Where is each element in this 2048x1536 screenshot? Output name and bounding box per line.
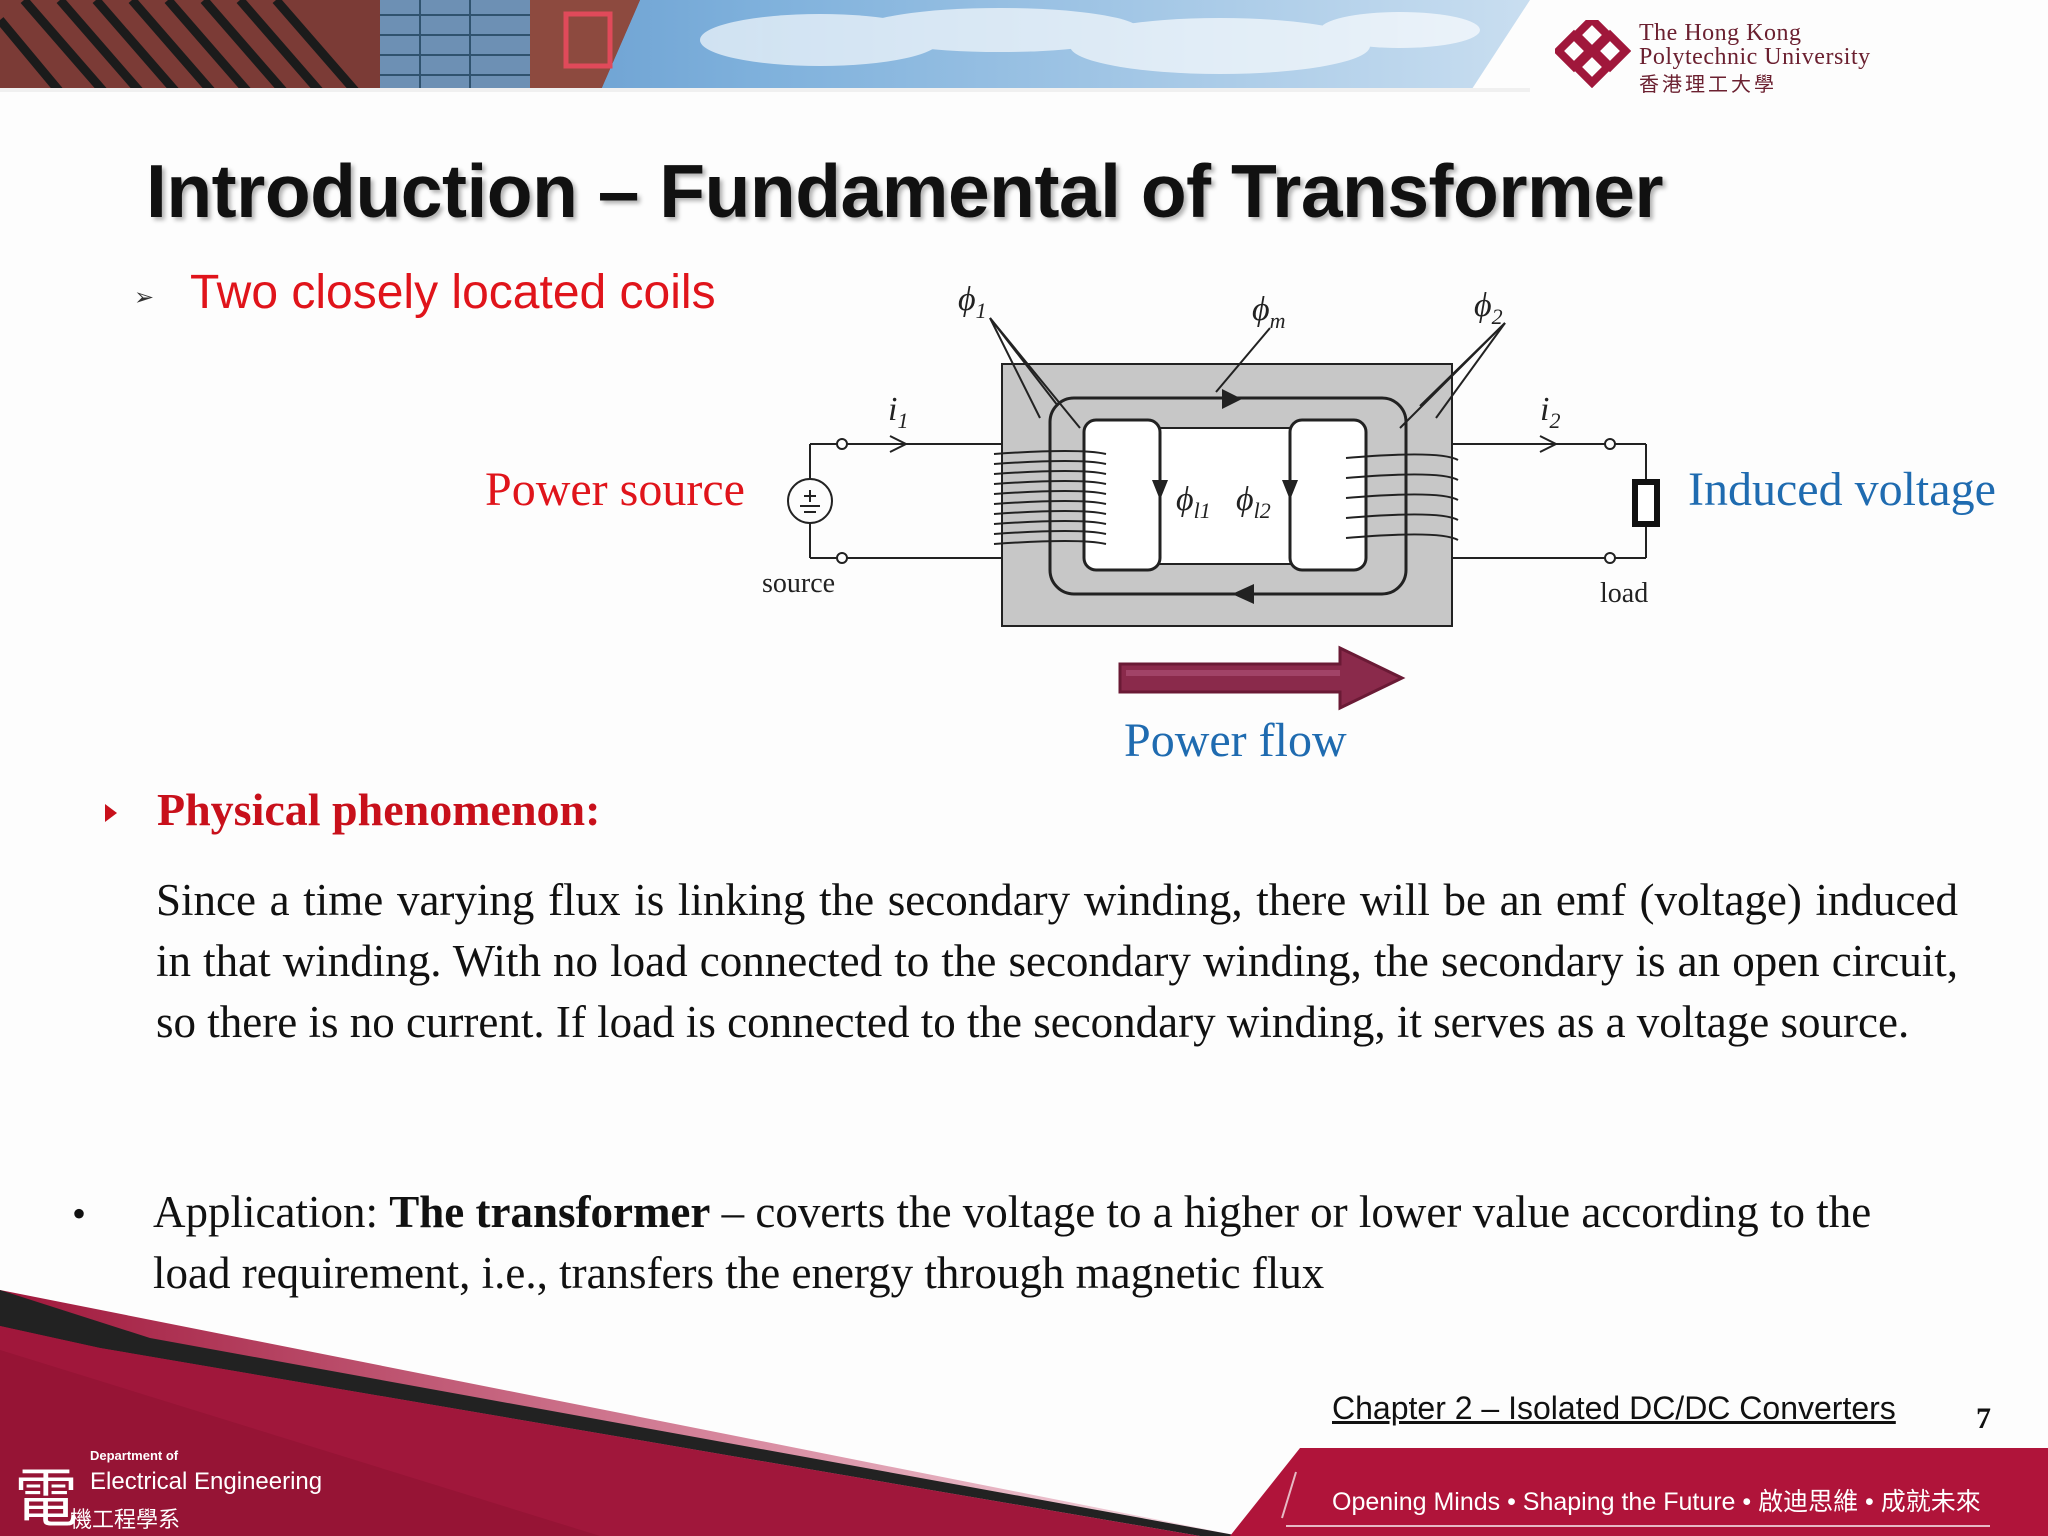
diagram-label-load: load	[1600, 578, 1648, 609]
transformer-diagram: ϕ1 ϕm ϕ2 ϕl1 ϕl2 i1 i2 source load	[762, 281, 1660, 627]
annotation-power-flow: Power flow	[1124, 714, 1347, 767]
flux-label-phi2: ϕ2	[1474, 287, 1503, 329]
application-bold-term: The transformer	[389, 1187, 711, 1237]
paragraph-application: Application: The transformer – coverts t…	[153, 1182, 1953, 1304]
university-name-line2: Polytechnic University	[1639, 44, 1871, 70]
university-name-line1: The Hong Kong	[1639, 20, 1802, 46]
section-heading-physical-phenomenon: Physical phenomenon:	[157, 784, 601, 835]
application-rest: – coverts the voltage to a higher or low…	[153, 1187, 1872, 1298]
department-name-zh: 機工程學系	[70, 1508, 181, 1533]
arrow-bullet-icon: ➢	[134, 283, 155, 311]
university-name-zh: 香港理工大學	[1639, 74, 1777, 96]
diagram-label-source: source	[762, 568, 835, 599]
flux-label-phi1: ϕ1	[958, 281, 987, 323]
flux-label-phim: ϕm	[1252, 291, 1286, 333]
slide-title: Introduction – Fundamental of Transforme…	[146, 149, 1664, 233]
paragraph-phenomenon: Since a time varying flux is linking the…	[156, 875, 1958, 1047]
university-logo: The Hong Kong Polytechnic University 香港理…	[1555, 16, 2025, 96]
annotation-induced-voltage: Induced voltage	[1688, 463, 1996, 516]
department-logo-icon: 電	[14, 1463, 78, 1536]
application-prefix: Application:	[153, 1187, 390, 1237]
chapter-link[interactable]: Chapter 2 – Isolated DC/DC Converters	[1332, 1390, 1896, 1426]
bullet-dot-icon: •	[72, 1191, 87, 1236]
footer-left-banner	[0, 1290, 1240, 1536]
footer-slogan: Opening Minds • Shaping the Future • 啟迪思…	[1332, 1488, 1981, 1516]
department-name: Electrical Engineering	[90, 1468, 323, 1495]
footer-right-banner	[1230, 1448, 2048, 1536]
page-number: 7	[1976, 1402, 1991, 1435]
department-label-small: Department of	[90, 1448, 179, 1463]
annotation-power-source: Power source	[485, 463, 745, 516]
polyu-logo-icon	[1555, 20, 1631, 88]
header-banner-image	[0, 0, 1530, 92]
current-label-i2: i2	[1540, 391, 1560, 433]
power-flow-arrow-icon	[1118, 645, 1406, 711]
bullet-two-coils: Two closely located coils	[190, 266, 716, 319]
current-label-i1: i1	[888, 391, 908, 433]
triangle-bullet-icon	[105, 804, 117, 822]
